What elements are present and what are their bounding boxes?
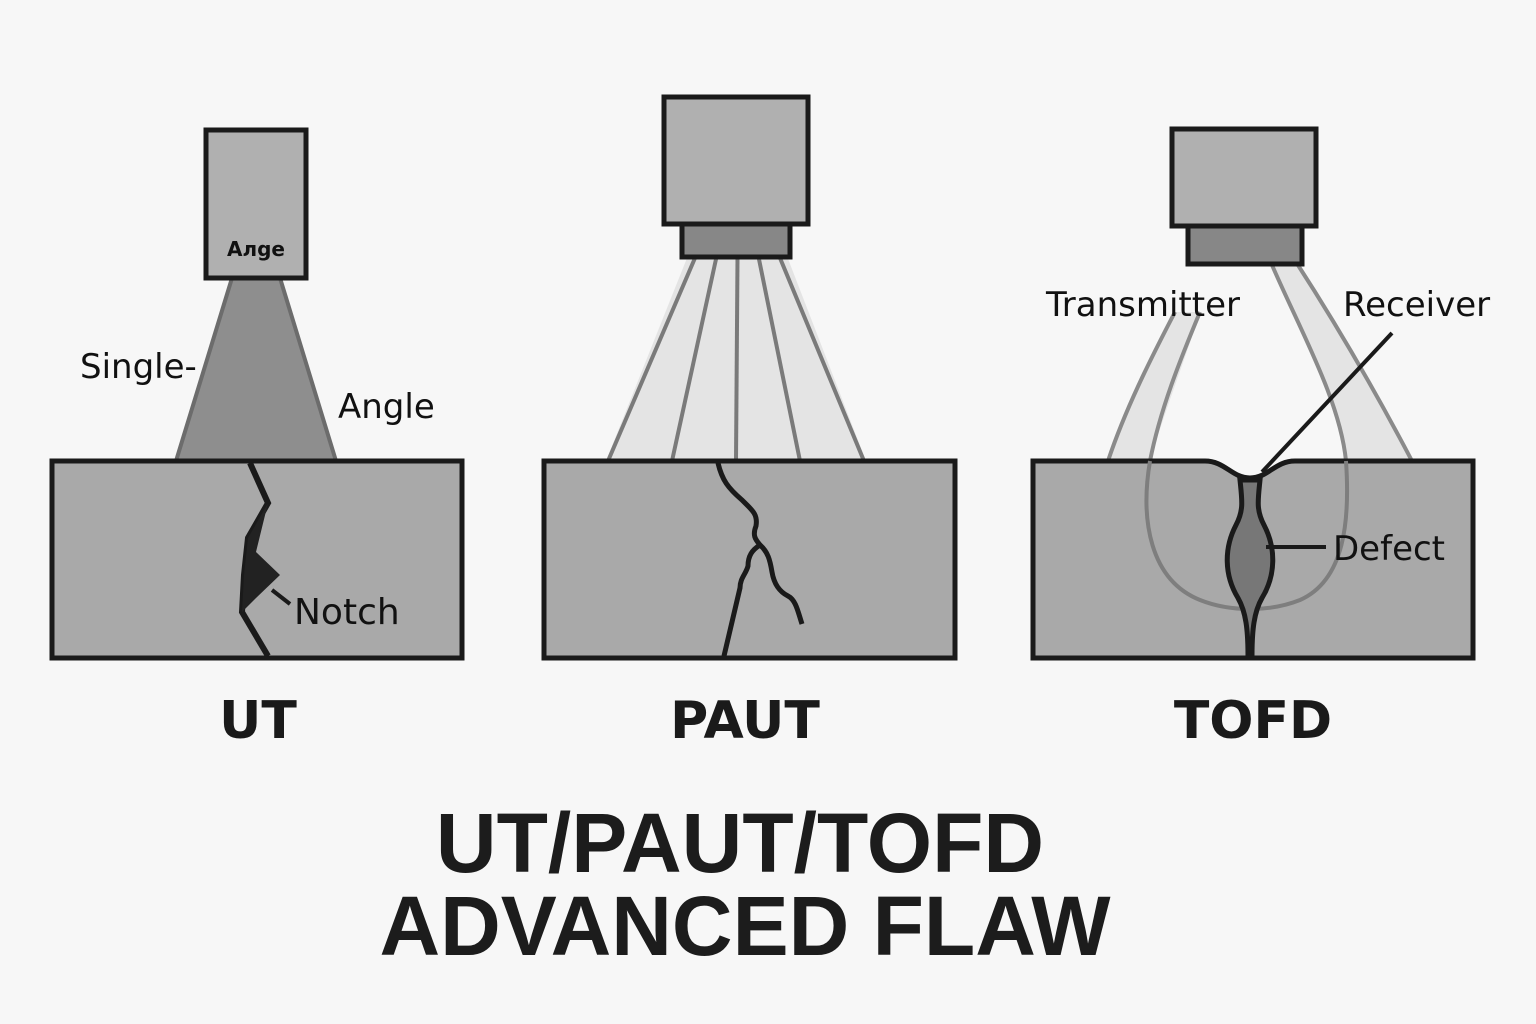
paut-test-block	[541, 458, 958, 661]
tofd-defect	[1224, 477, 1276, 659]
paut-panel: PAUT	[541, 94, 958, 751]
tofd-probe-element	[1185, 223, 1305, 267]
paut-beam-lines	[606, 257, 866, 462]
tofd-label-receiver: Receiver	[1343, 285, 1490, 325]
ut-panel: Алgе Single- Angle Notch UT	[49, 127, 465, 751]
ut-probe-label: Алgе	[227, 237, 285, 261]
paut-beam-line	[756, 257, 802, 462]
tofd-receiver-leader	[1260, 331, 1394, 474]
ut-notch	[242, 503, 280, 612]
paut-probe	[661, 94, 811, 227]
tofd-probe	[1169, 126, 1319, 229]
tofd-label-transmitter: Transmitter	[1045, 285, 1240, 325]
tofd-panel: Transmitter Receiver Defect TOFD	[1030, 126, 1490, 751]
paut-panel-title: PAUT	[670, 691, 820, 751]
paut-beam-line	[734, 257, 740, 462]
ut-label-angle: Angle	[338, 387, 435, 427]
ut-probe	[203, 127, 309, 281]
main-title-line2: ADVANCED FLAW	[379, 879, 1111, 973]
tofd-transmitter-beam	[1108, 312, 1200, 461]
paut-crack-branch	[758, 543, 805, 625]
paut-beam-line	[606, 257, 697, 462]
ut-notch-leader	[270, 588, 292, 606]
tofd-receiver-beam-edge	[1270, 264, 1348, 462]
tofd-receiver-beam-edge	[1294, 260, 1414, 462]
tofd-panel-title: TOFD	[1174, 691, 1332, 751]
tofd-receiver-beam	[1272, 262, 1412, 461]
tofd-transmitter-beam-edge	[1148, 311, 1202, 462]
main-title-line1: UT/PAUT/TOFD	[436, 796, 1044, 890]
tofd-label-defect: Defect	[1333, 529, 1445, 569]
ut-label-notch: Notch	[294, 592, 400, 633]
paut-beam-line	[778, 257, 866, 462]
ut-beam-cone	[173, 276, 339, 463]
paut-beam-line	[670, 257, 719, 462]
ut-label-single: Single-	[80, 347, 197, 387]
tofd-transmitter-beam-edge	[1106, 311, 1177, 462]
paut-crack-main	[715, 462, 764, 657]
paut-array-element	[679, 221, 793, 260]
ut-panel-title: UT	[219, 691, 297, 751]
